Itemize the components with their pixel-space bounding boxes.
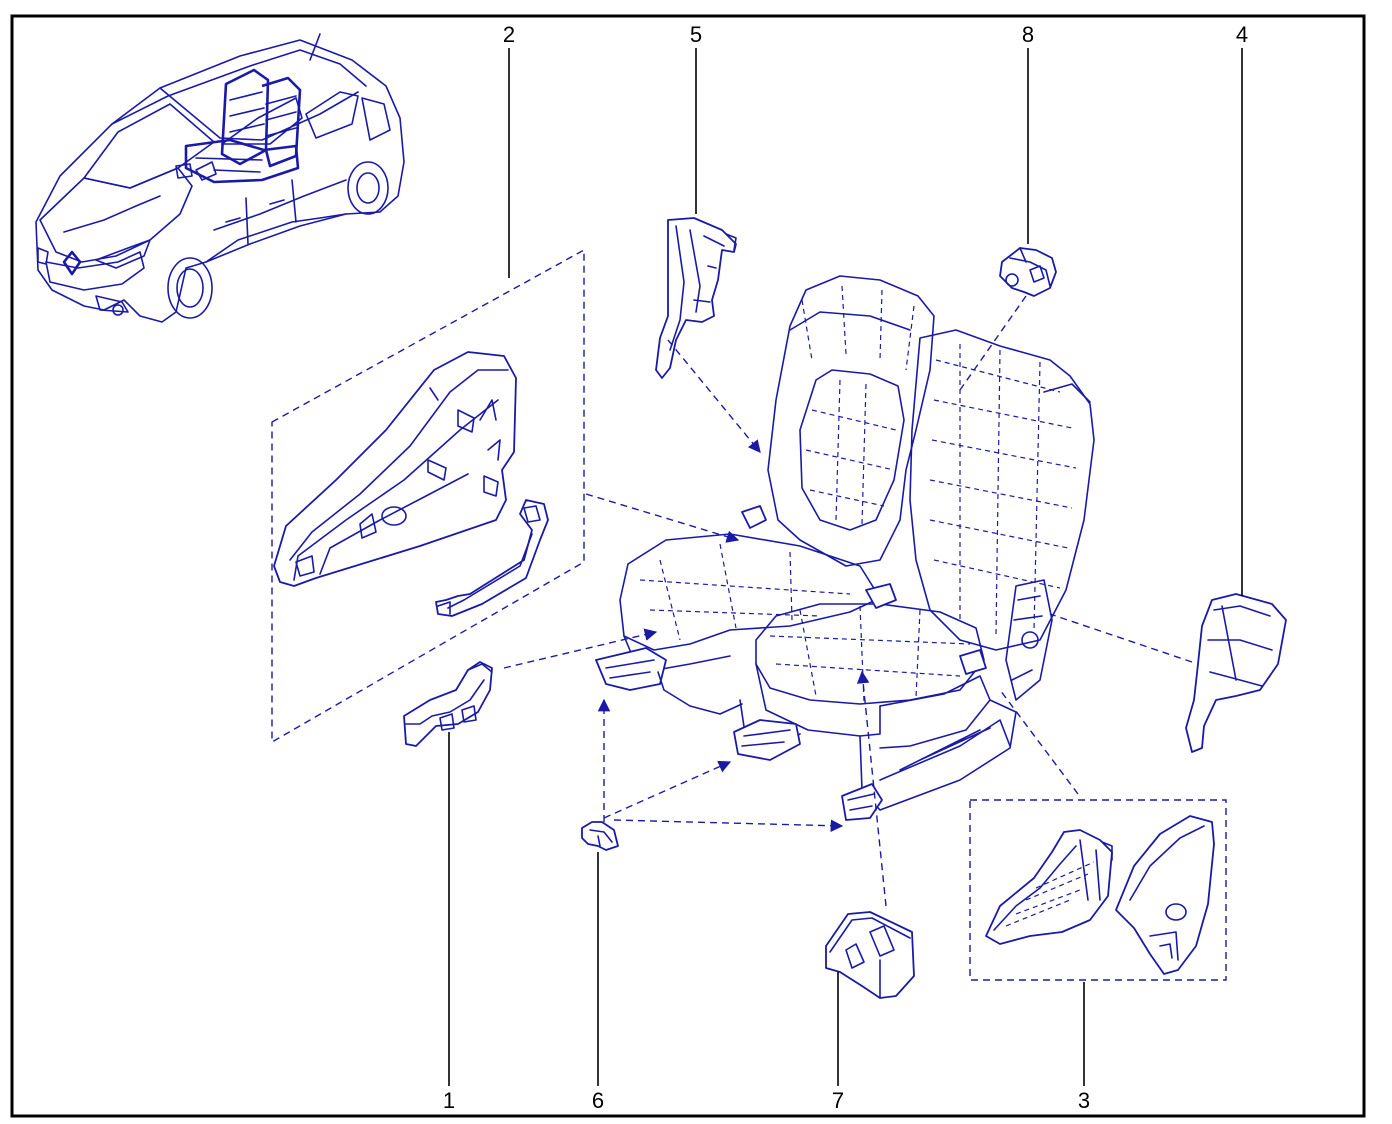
callout-6: 6 bbox=[592, 1088, 604, 1113]
vehicle-seat-highlight bbox=[175, 68, 302, 184]
part-4-trim bbox=[1185, 593, 1287, 753]
part-7-housing bbox=[825, 911, 915, 999]
callout-8: 8 bbox=[1022, 22, 1034, 47]
assembly-guide-lines bbox=[503, 295, 1193, 907]
callout-5: 5 bbox=[690, 22, 702, 47]
diagram-frame bbox=[10, 14, 1366, 1118]
part-1-cover bbox=[403, 661, 493, 747]
part-3-group bbox=[969, 799, 1227, 981]
part-2-group bbox=[271, 248, 585, 744]
callout-2: 2 bbox=[503, 22, 515, 47]
rear-seat-assembly bbox=[595, 275, 1095, 821]
callout-labels: 2 5 8 4 1 6 7 3 bbox=[443, 22, 1248, 1113]
callout-3: 3 bbox=[1078, 1088, 1090, 1113]
callout-leaders bbox=[448, 48, 1243, 1086]
callout-7: 7 bbox=[832, 1088, 844, 1113]
part-5-trim bbox=[655, 217, 737, 379]
vehicle-locator-illustration bbox=[35, 33, 405, 323]
callout-4: 4 bbox=[1236, 22, 1248, 47]
part-8-clip bbox=[999, 247, 1057, 297]
callout-1: 1 bbox=[443, 1088, 455, 1113]
part-6-clip bbox=[581, 821, 619, 851]
